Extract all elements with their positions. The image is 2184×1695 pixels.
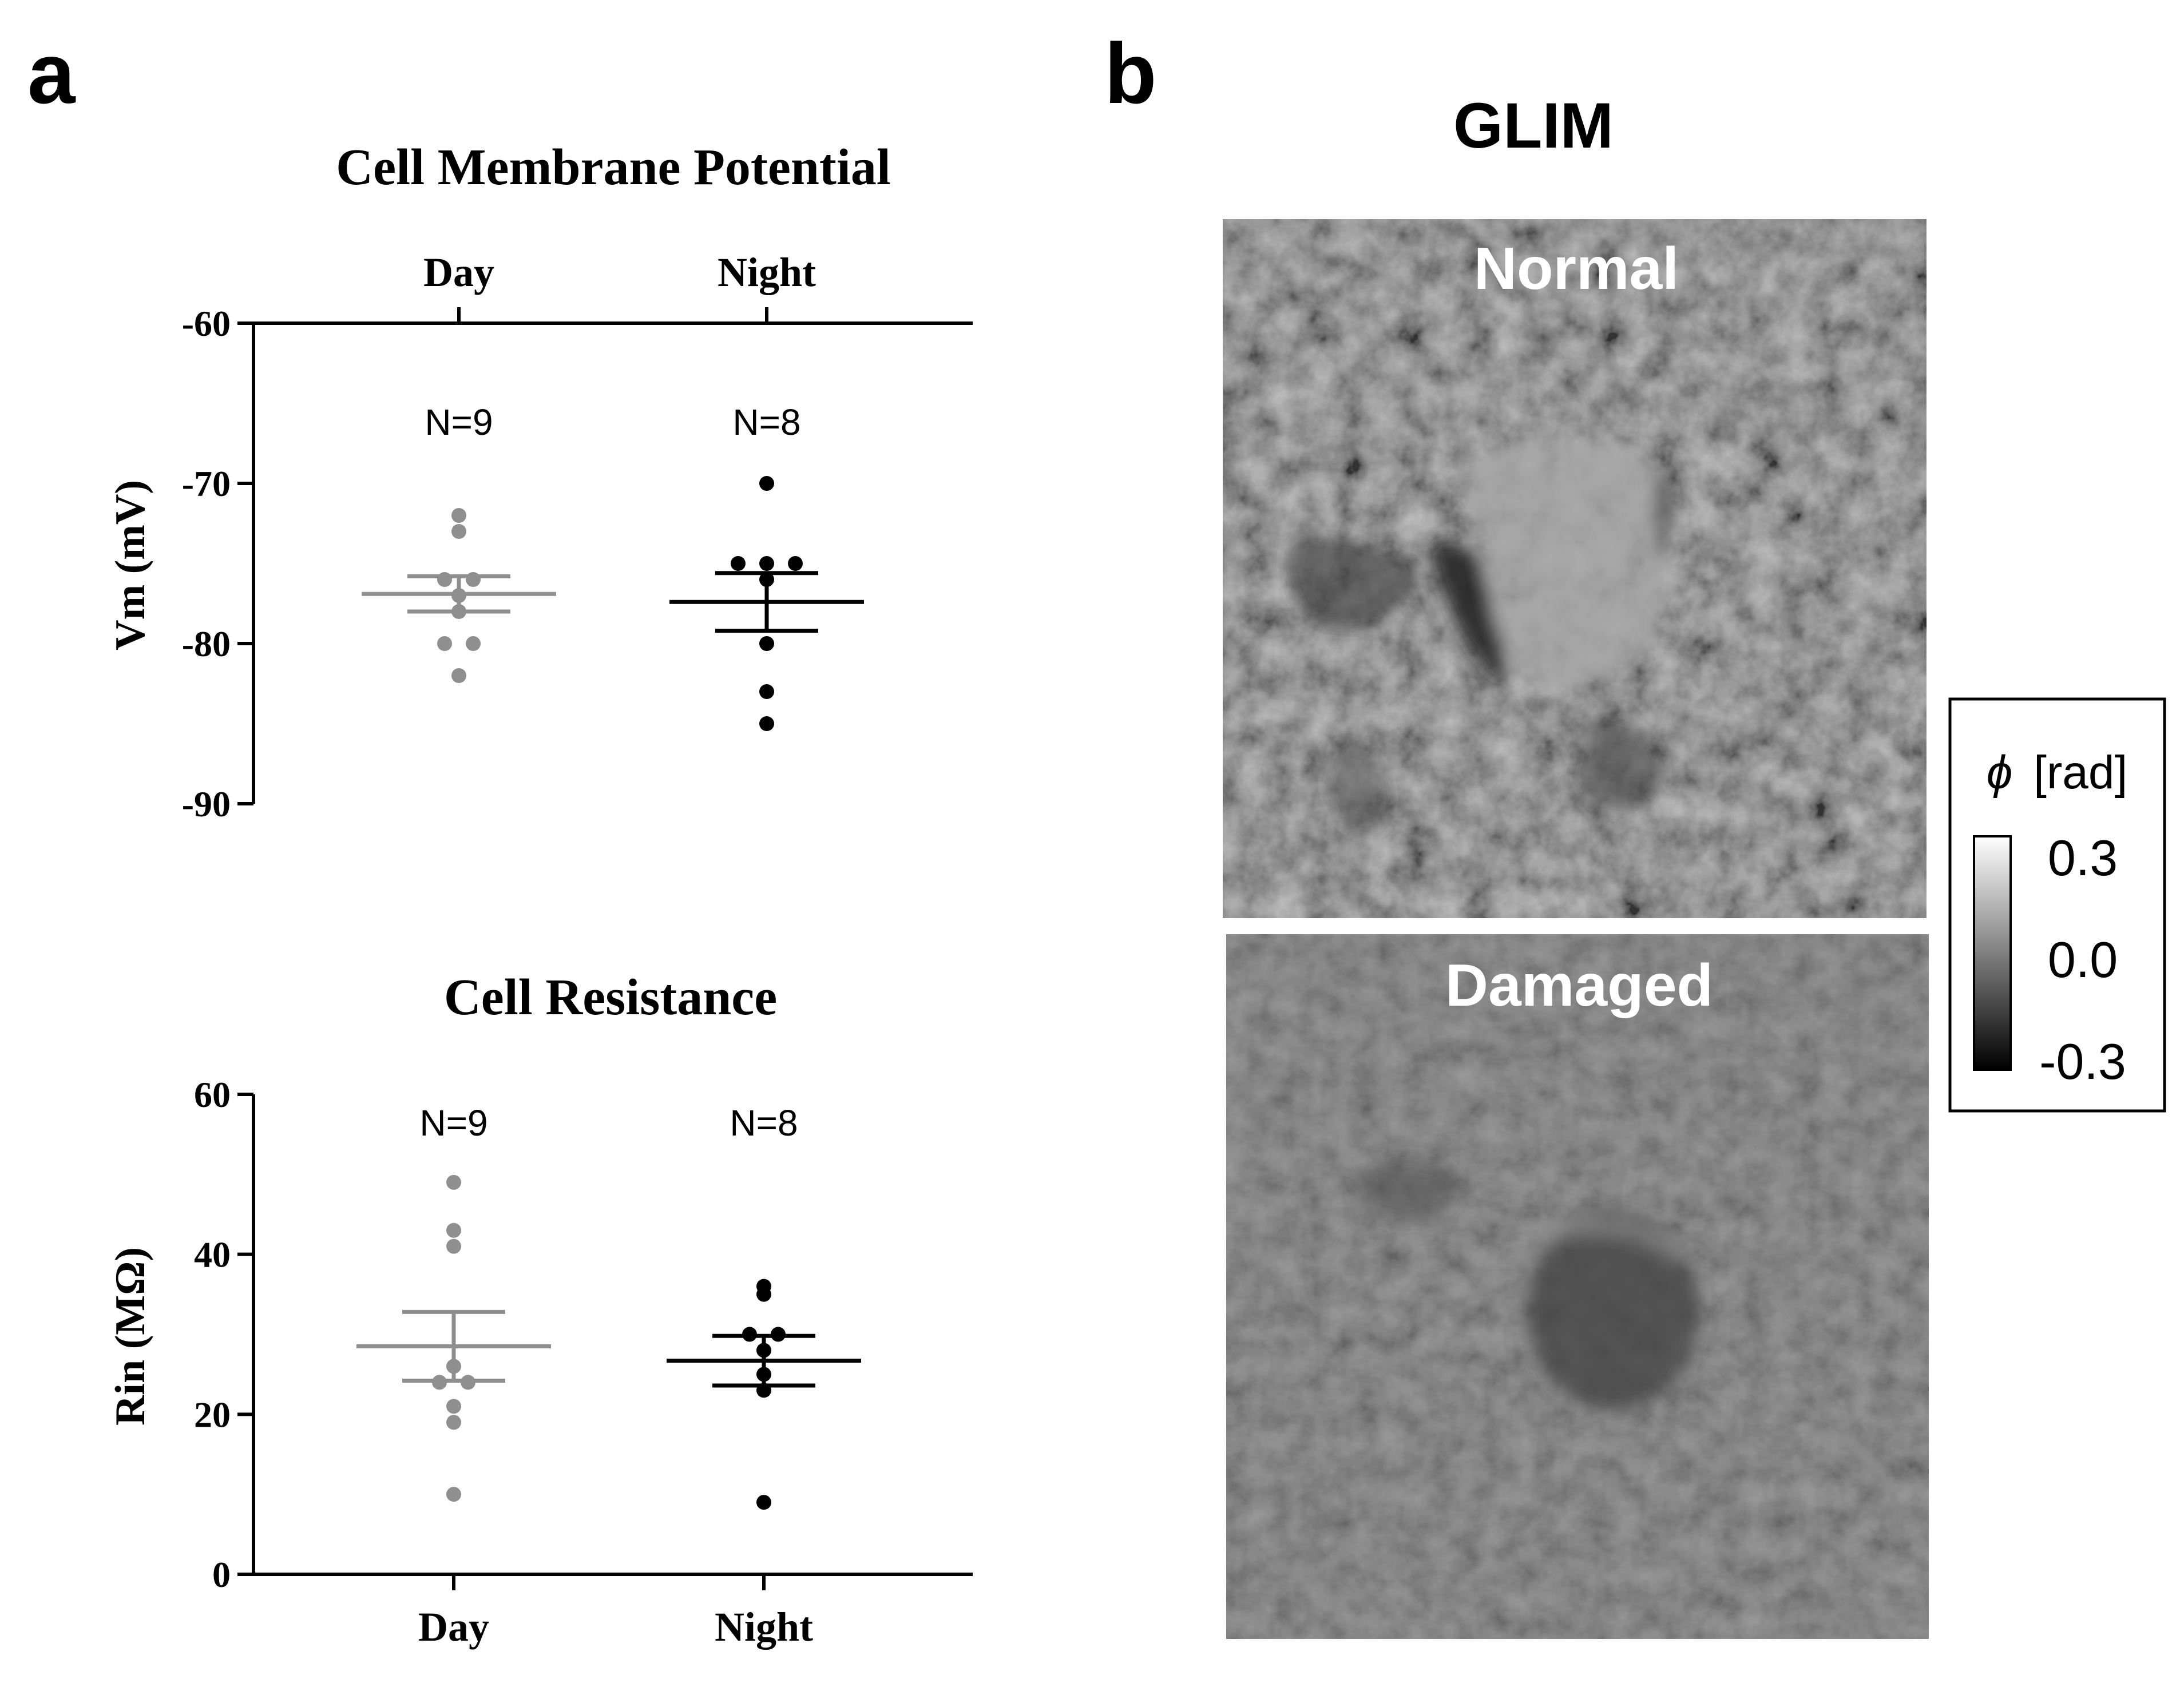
colorbar: ϕ [rad] 0.3 0.0 -0.3	[1948, 697, 2166, 1113]
data-point	[446, 1415, 461, 1430]
n-label-night: N=8	[730, 1102, 798, 1144]
axes: -60 -70 -80 -90 Day Night	[182, 249, 973, 824]
data-point	[731, 556, 746, 571]
chart-title: Cell Resistance	[444, 969, 777, 1026]
colorbar-tick-max: 0.3	[2048, 829, 2118, 886]
y-tick-label: 0	[212, 1554, 231, 1595]
data-point	[759, 684, 774, 699]
y-axis-label: Rin (MΩ)	[107, 1247, 154, 1426]
y-tick-label: 40	[194, 1234, 231, 1275]
n-label-day: N=9	[419, 1102, 487, 1144]
n-label-day: N=9	[425, 402, 493, 443]
data-point	[446, 1487, 461, 1502]
marks: N=9 N=8	[362, 402, 864, 731]
y-tick-label: -70	[182, 463, 231, 504]
x-tick-label-night: Night	[718, 249, 816, 295]
colorbar-symbol: ϕ	[1987, 747, 2013, 799]
colorbar-gradient	[1973, 835, 2012, 1071]
data-point	[451, 524, 466, 539]
data-point	[466, 636, 481, 651]
y-tick-label: -60	[182, 303, 231, 344]
data-point	[451, 668, 466, 683]
panel-letter-a: a	[27, 25, 76, 121]
panel-letter-b: b	[1104, 25, 1157, 121]
data-point	[788, 556, 803, 571]
x-tick-label-day: Day	[418, 1604, 489, 1650]
glim-title: GLIM	[1453, 90, 1614, 161]
colorbar-unit: [rad]	[2034, 747, 2127, 799]
colorbar-tick-mid: 0.0	[2048, 931, 2118, 988]
y-tick-label: 60	[194, 1074, 231, 1115]
image-damaged: Damaged	[1226, 934, 1929, 1639]
image-normal-label: Normal	[1474, 236, 1679, 302]
n-label-night: N=8	[732, 402, 800, 443]
data-point	[446, 1222, 461, 1238]
colorbar-title: ϕ [rad]	[1987, 747, 2128, 799]
data-point	[446, 1399, 461, 1414]
colorbar-tick-min: -0.3	[2039, 1033, 2126, 1090]
y-axis-label: Vm (mV)	[107, 480, 154, 650]
data-point	[446, 1174, 461, 1190]
image-normal: Normal	[1223, 219, 1927, 918]
chart-title: Cell Membrane Potential	[336, 139, 891, 196]
marks: N=9 N=8	[356, 1102, 861, 1510]
data-point	[759, 476, 774, 491]
data-point	[759, 556, 774, 571]
y-tick-label: -80	[182, 624, 231, 664]
x-tick-label-night: Night	[715, 1604, 813, 1650]
x-tick-label-day: Day	[423, 249, 494, 295]
data-point	[759, 716, 774, 731]
data-point	[756, 1495, 771, 1510]
image-damaged-label: Damaged	[1445, 952, 1713, 1019]
y-tick-label: 20	[194, 1394, 231, 1435]
data-point	[446, 1238, 461, 1254]
data-point	[437, 636, 452, 651]
data-point	[756, 1287, 771, 1302]
y-tick-label: -90	[182, 784, 231, 824]
data-point	[759, 636, 774, 651]
data-point	[451, 508, 466, 523]
